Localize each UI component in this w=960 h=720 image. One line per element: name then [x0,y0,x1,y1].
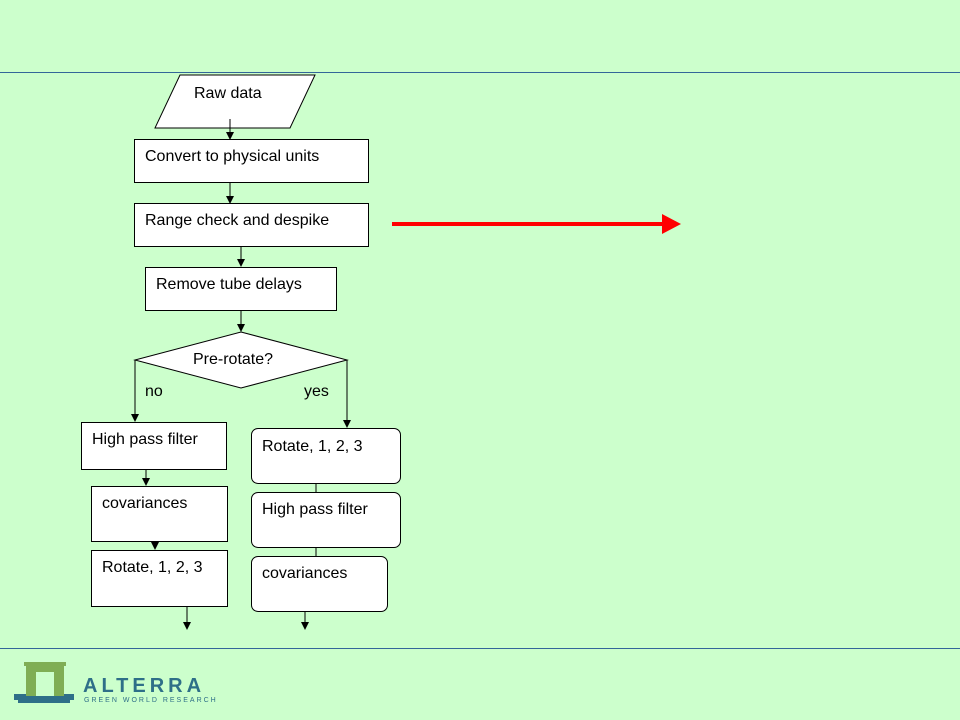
left-rotate-box: Rotate, 1, 2, 3 [91,550,228,607]
highlight-arrow-head [662,214,681,234]
range-check-box: Range check and despike [134,203,369,247]
raw-data-shape [154,74,316,129]
remove-tube-label: Remove tube delays [156,276,302,293]
remove-tube-box: Remove tube delays [145,267,337,311]
right-covariances-box: covariances [251,556,388,612]
logo-name: ALTERRA [83,675,206,697]
prerotate-diamond [133,331,349,389]
bottom-rule [0,648,960,649]
right-rotate-label: Rotate, 1, 2, 3 [262,438,363,455]
right-high-pass-label: High pass filter [262,501,368,518]
alterra-logo-icon [14,662,74,703]
left-high-pass-label: High pass filter [92,431,198,448]
top-rule [0,72,960,73]
logo-tagline: GREEN WORLD RESEARCH [84,697,218,704]
left-covariances-label: covariances [102,495,188,512]
left-high-pass-box: High pass filter [81,422,227,470]
branch-no-label: no [145,383,163,400]
prerotate-label: Pre-rotate? [193,351,274,368]
right-high-pass-box: High pass filter [251,492,401,548]
branch-yes-label: yes [304,383,329,400]
raw-data-label: Raw data [194,85,262,102]
left-covariances-box: covariances [91,486,228,542]
range-check-label: Range check and despike [145,212,330,229]
convert-units-label: Convert to physical units [145,148,320,165]
right-covariances-label: covariances [262,565,348,582]
right-rotate-box: Rotate, 1, 2, 3 [251,428,401,484]
left-rotate-label: Rotate, 1, 2, 3 [102,559,203,576]
convert-units-box: Convert to physical units [134,139,369,183]
